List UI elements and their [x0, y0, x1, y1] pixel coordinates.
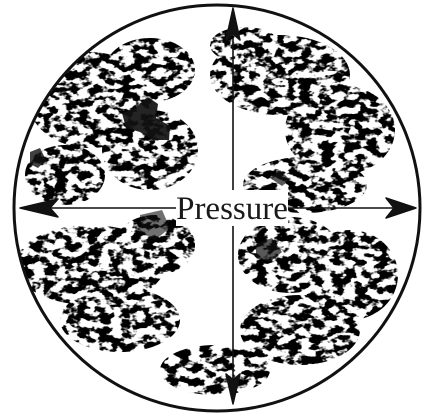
pressure-label: Pressure — [176, 191, 288, 227]
